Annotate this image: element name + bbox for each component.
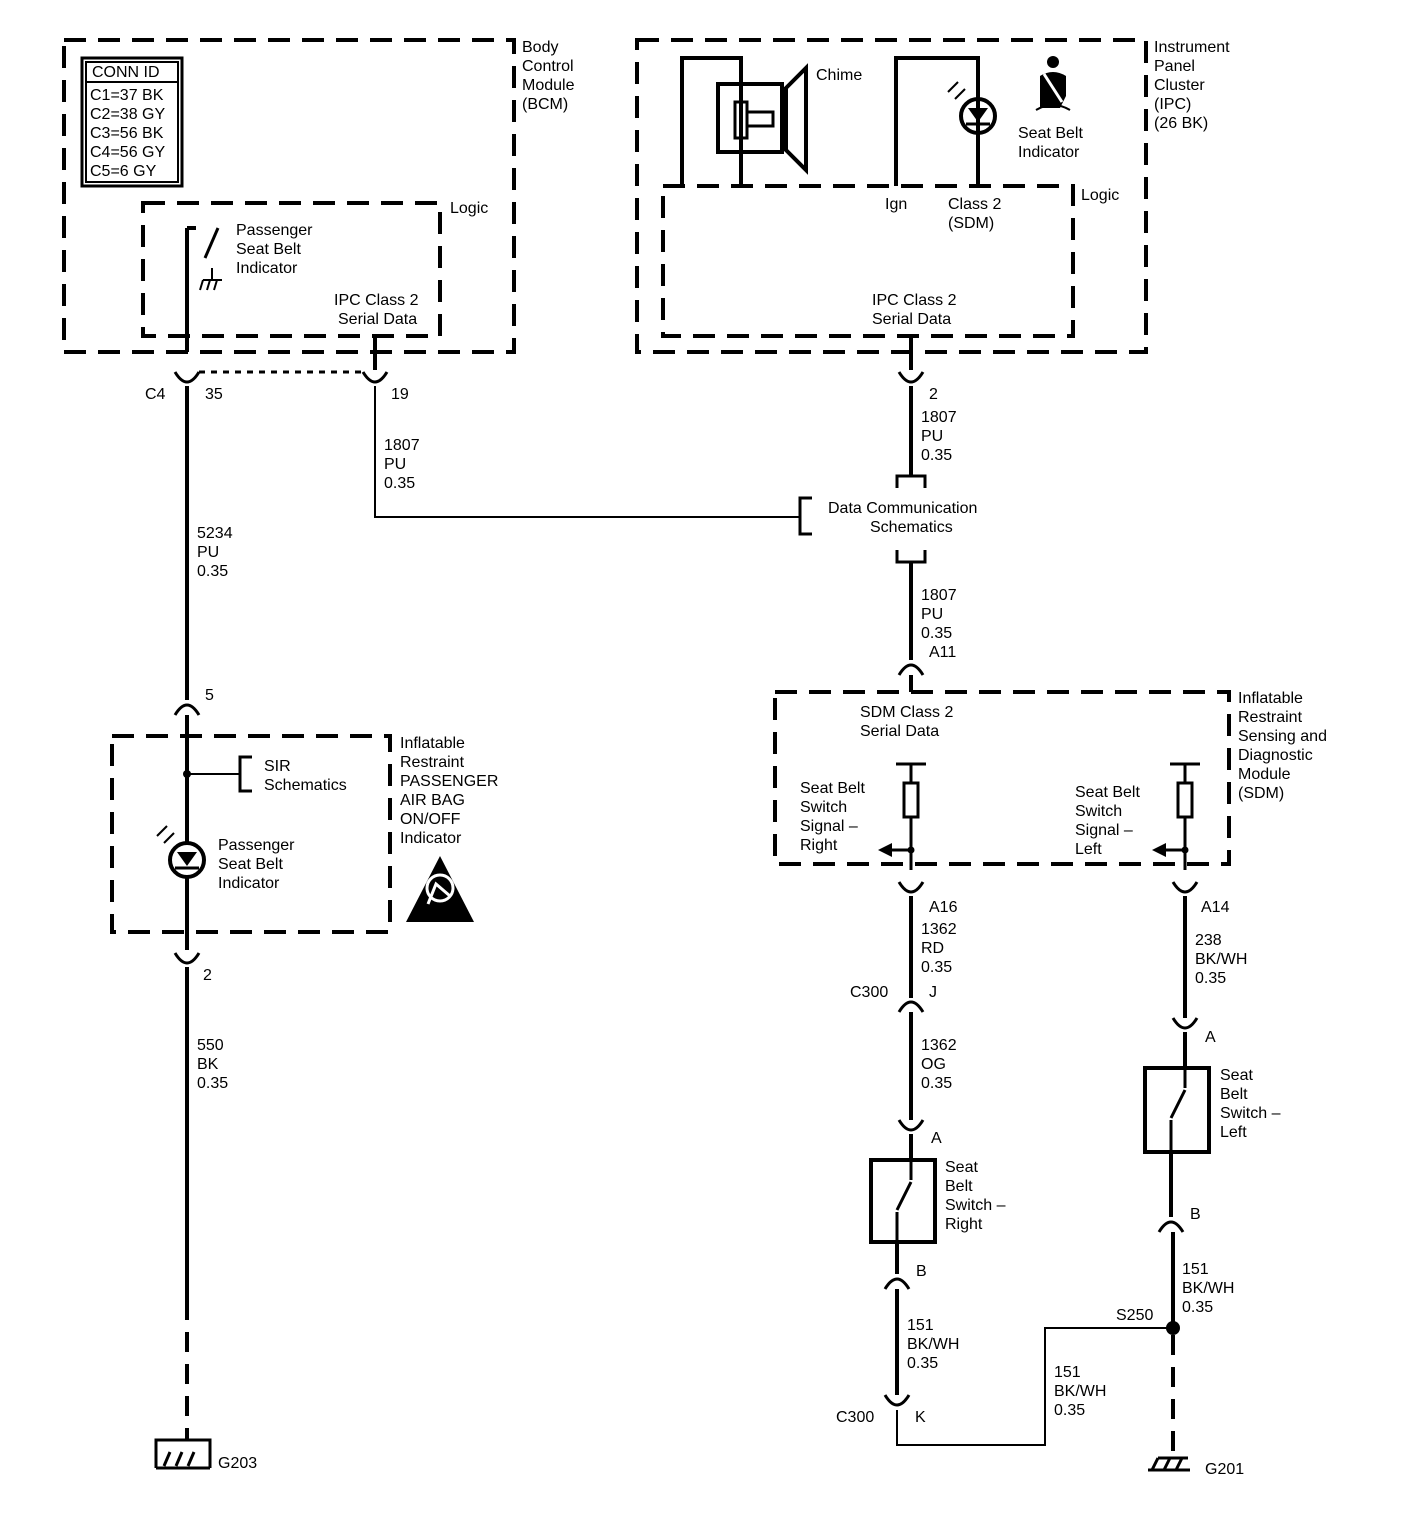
bcm-module: Body Control Module (BCM) CONN ID C1=37 … bbox=[62, 38, 579, 370]
passenger-indicator-lamp bbox=[156, 825, 206, 950]
bcm-pin-35: 35 bbox=[205, 386, 223, 403]
chime-label: Chime bbox=[816, 67, 862, 84]
sdm-title: Inflatable Restraint Sensing and Diagnos… bbox=[1238, 690, 1331, 802]
c300-connector-k: C300 K bbox=[836, 1394, 926, 1426]
sdm-module: A11 SDM Class 2 Serial Data Inflatable R… bbox=[773, 644, 1331, 916]
seat-belt-switch-right bbox=[869, 1134, 937, 1244]
bcm-pin-19: 19 bbox=[391, 386, 409, 403]
ipc-module: Instrument Panel Cluster (IPC) (26 BK) C… bbox=[635, 38, 1234, 370]
wire-1362-rd-label: 1362 RD 0.35 bbox=[921, 921, 961, 976]
c300-pin-j: J bbox=[929, 984, 937, 1001]
sdm-signal-left-label: Seat Belt Switch Signal – Left bbox=[1075, 784, 1144, 858]
sir-schematics-label: SIR Schematics bbox=[264, 758, 347, 794]
sdm-signal-right-label: Seat Belt Switch Signal – Right bbox=[800, 780, 869, 854]
splice-s250-label: S250 bbox=[1116, 1307, 1153, 1324]
ipc-ign-label: Ign bbox=[885, 196, 907, 213]
ipc-connector: 2 bbox=[897, 371, 938, 403]
passenger-pin-5: 5 bbox=[205, 687, 214, 704]
c300-j-label: C300 bbox=[850, 984, 888, 1001]
ipc-serial-data-label: IPC Class 2 Serial Data bbox=[872, 292, 961, 328]
bcm-serial-data-label: IPC Class 2 Serial Data bbox=[334, 292, 423, 328]
ipc-logic-label: Logic bbox=[1081, 187, 1119, 204]
switch-left-label: Seat Belt Switch – Left bbox=[1220, 1067, 1285, 1141]
c300-pin-k: K bbox=[915, 1409, 926, 1426]
wire-151-mid-label: 151 BK/WH 0.35 bbox=[1054, 1364, 1111, 1419]
ground-g203: G203 bbox=[154, 1438, 257, 1472]
splice-s250: S250 bbox=[1116, 1307, 1180, 1335]
ipc-title: Instrument Panel Cluster (IPC) (26 BK) bbox=[1154, 39, 1234, 132]
bcm-logic-label: Logic bbox=[450, 200, 488, 217]
wire-151-right-label: 151 BK/WH 0.35 bbox=[1182, 1261, 1239, 1316]
switch-right-pin-b: B bbox=[916, 1263, 927, 1280]
seat-belt-switch-left bbox=[1143, 1032, 1211, 1154]
switch-right-label: Seat Belt Switch – Right bbox=[945, 1159, 1010, 1233]
c300-k-label: C300 bbox=[836, 1409, 874, 1426]
passenger-airbag-module: 5 SIR Schematics Passenger Seat Belt Ind… bbox=[110, 687, 503, 984]
passenger-pin-2: 2 bbox=[203, 967, 212, 984]
wire-1362-og-label: 1362 OG 0.35 bbox=[921, 1037, 961, 1092]
bcm-connector-c4: C4 35 19 bbox=[145, 370, 409, 403]
data-comm-label: Data Communication Schematics bbox=[828, 500, 982, 536]
conn-id-header: CONN ID bbox=[92, 64, 160, 81]
switch-left-pin-a: A bbox=[1205, 1029, 1216, 1046]
passenger-module-title: Inflatable Restraint PASSENGER AIR BAG O… bbox=[400, 735, 503, 847]
ground-g201-label: G201 bbox=[1205, 1461, 1244, 1478]
wire-1807-ipc-label: 1807 PU 0.35 bbox=[921, 409, 961, 464]
seat-belt-icon bbox=[1035, 56, 1071, 111]
wire-238-label: 238 BK/WH 0.35 bbox=[1195, 932, 1252, 987]
chime-symbol bbox=[680, 56, 808, 186]
ipc-seat-belt-indicator-label: Seat Belt Indicator bbox=[1018, 125, 1087, 161]
sdm-pin-a14: A14 bbox=[1201, 899, 1230, 916]
sdm-left-signal-circuit bbox=[1152, 762, 1200, 870]
conn-id-table: CONN ID C1=37 BK C2=38 GY C3=56 BK C4=56… bbox=[80, 56, 184, 188]
wire-1807-bcm-label: 1807 PU 0.35 bbox=[384, 437, 424, 492]
sdm-serial-data-label: SDM Class 2 Serial Data bbox=[860, 704, 958, 740]
sdm-pin-a16: A16 bbox=[929, 899, 958, 916]
wire-5234-label: 5234 PU 0.35 bbox=[197, 525, 237, 580]
ground-g203-label: G203 bbox=[218, 1455, 257, 1472]
ipc-seat-belt-lamp bbox=[894, 56, 997, 186]
passenger-indicator-label: Passenger Seat Belt Indicator bbox=[218, 837, 299, 892]
data-comm-reference: Data Communication Schematics bbox=[798, 474, 982, 564]
bcm-c4-label: C4 bbox=[145, 386, 166, 403]
bcm-passenger-indicator-label: Passenger Seat Belt Indicator bbox=[236, 222, 317, 277]
ipc-class2-label: Class 2 (SDM) bbox=[948, 196, 1006, 232]
c300-connector-j: C300 J bbox=[850, 984, 937, 1013]
switch-left-pin-b: B bbox=[1190, 1206, 1201, 1223]
airbag-warning-icon bbox=[406, 856, 474, 922]
sdm-pin-a11: A11 bbox=[929, 644, 956, 661]
conn-id-list: C1=37 BK C2=38 GY C3=56 BK C4=56 GY C5=6… bbox=[90, 87, 169, 180]
bcm-passenger-switch bbox=[185, 226, 222, 352]
wire-550-label: 550 BK 0.35 bbox=[197, 1037, 228, 1092]
bcm-title: Body Control Module (BCM) bbox=[522, 39, 579, 113]
ground-g201: G201 bbox=[1148, 1456, 1244, 1478]
sdm-right-signal-circuit bbox=[878, 762, 926, 870]
ipc-pin-2: 2 bbox=[929, 386, 938, 403]
wire-1807-sdm-label: 1807 PU 0.35 bbox=[921, 587, 961, 642]
wire-151-left-label: 151 BK/WH 0.35 bbox=[907, 1317, 964, 1372]
switch-right-pin-a: A bbox=[931, 1130, 942, 1147]
